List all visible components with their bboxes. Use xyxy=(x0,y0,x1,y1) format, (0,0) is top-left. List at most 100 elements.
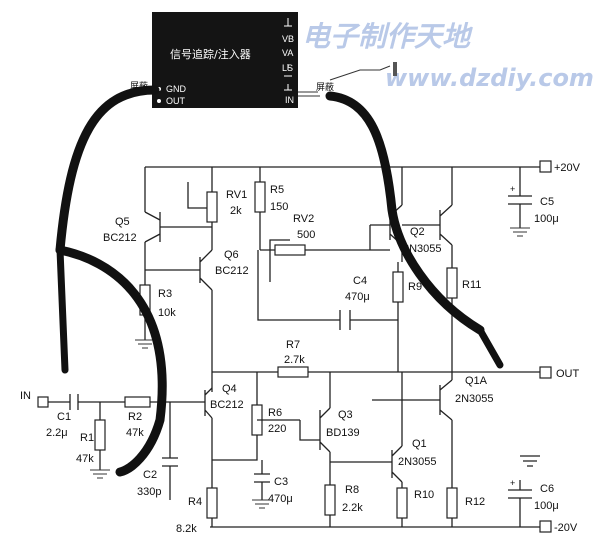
module-in-lead xyxy=(298,65,391,97)
c5-ground xyxy=(510,227,530,237)
rv1-body xyxy=(206,191,218,223)
r10-body xyxy=(396,487,408,519)
c1-ref: C1 xyxy=(57,411,71,423)
q3-ref: Q3 xyxy=(338,409,353,421)
probe-cable-right xyxy=(325,91,485,335)
r4-value: 8.2k xyxy=(176,523,197,535)
r8-body xyxy=(324,484,336,516)
c3-symbol xyxy=(254,473,270,483)
rv1-value: 2k xyxy=(230,205,242,217)
q1-part: 2N3055 xyxy=(398,456,437,468)
c1-symbol xyxy=(69,394,79,410)
r7-body xyxy=(277,366,309,378)
rv2-ref: RV2 xyxy=(293,213,314,225)
q5-part: BC212 xyxy=(103,232,137,244)
c6-ref: C6 xyxy=(540,483,554,495)
pin-va: VA xyxy=(282,48,293,58)
q4-part: BC212 xyxy=(210,399,244,411)
probe-tip-left xyxy=(56,246,69,374)
r1-value: 47k xyxy=(76,453,94,465)
q6-symbol xyxy=(199,249,213,392)
r5-body xyxy=(254,181,266,213)
rv1-wiper xyxy=(187,182,207,209)
q6-part: BC212 xyxy=(215,265,249,277)
q1a-part: 2N3055 xyxy=(455,393,494,405)
q3-part: BD139 xyxy=(326,427,360,439)
r9-body xyxy=(392,271,404,303)
terminal-neg xyxy=(539,520,552,533)
shield-label-right: 屏蔽 xyxy=(316,81,334,92)
r3-ref: R3 xyxy=(158,288,172,300)
pin-gnd: GND xyxy=(166,84,187,94)
r7-value: 2.7k xyxy=(284,354,305,366)
r6-ref: R6 xyxy=(268,407,282,419)
r9-ref: R9 xyxy=(408,281,422,293)
r4-body xyxy=(206,487,218,519)
r12-ref: R12 xyxy=(465,496,485,508)
probe-cable-left xyxy=(55,85,160,255)
label-in: IN xyxy=(20,390,31,402)
r11-ref: R11 xyxy=(462,279,481,291)
q4-ref: Q4 xyxy=(222,383,237,395)
q3-symbol xyxy=(299,407,331,475)
r2-value: 47k xyxy=(126,427,144,439)
c5-symbol xyxy=(508,195,532,205)
pin-out: OUT xyxy=(166,96,186,106)
c3-value: 470μ xyxy=(268,493,293,505)
r5-value: 150 xyxy=(270,201,288,213)
c5-value: 100μ xyxy=(534,213,559,225)
module-title: 信号追踪/注入器 xyxy=(170,47,251,61)
r2-ref: R2 xyxy=(128,411,142,423)
r8-value: 2.2k xyxy=(342,502,363,514)
q5-ref: Q5 xyxy=(115,216,130,228)
c6-ground xyxy=(520,455,540,467)
rv2-body xyxy=(274,244,306,256)
r8-ref: R8 xyxy=(345,484,359,496)
terminal-pos xyxy=(539,160,552,173)
q1-symbol xyxy=(391,372,403,488)
r1-ref: R1 xyxy=(80,432,94,444)
r2-body xyxy=(124,396,151,408)
q2-base-wire xyxy=(369,224,390,250)
probe-ground-clip xyxy=(55,245,167,477)
c1-value: 2.2μ xyxy=(46,427,68,439)
shield-label-left: 屏蔽 xyxy=(130,80,148,91)
c5-ref: C5 xyxy=(540,196,554,208)
q5-symbol xyxy=(144,211,161,243)
c6-value: 100μ xyxy=(534,500,559,512)
label-pos-supply: +20V xyxy=(554,162,581,174)
c2-ref: C2 xyxy=(143,469,157,481)
r3-ground xyxy=(135,339,155,349)
terminal-in xyxy=(37,396,49,408)
c5-plus: + xyxy=(510,184,515,194)
q6-ref: Q6 xyxy=(224,249,239,261)
q1a-symbol xyxy=(439,372,453,480)
watermark-title: 电子制作天地 xyxy=(302,20,474,53)
rv2-wiper xyxy=(269,239,290,282)
r4-ref: R4 xyxy=(188,496,202,508)
driver-transistor-symbol xyxy=(439,167,453,265)
r6-wires xyxy=(212,372,258,461)
c2-symbol xyxy=(162,457,178,467)
q2-ref: Q2 xyxy=(410,226,425,238)
c6-plus: + xyxy=(510,478,515,488)
c4-symbol xyxy=(339,310,351,330)
r1-ground xyxy=(90,469,110,479)
c4-ref: C4 xyxy=(353,275,367,287)
pin-out-dot xyxy=(157,99,161,103)
module-body xyxy=(152,12,298,108)
pin-in: IN xyxy=(285,95,294,105)
rv2-value: 500 xyxy=(297,229,315,241)
tracer-module: 信号追踪/注入器 GND OUT VB VA LS IN xyxy=(152,12,298,108)
c3-ground xyxy=(252,499,272,509)
r10-ref: R10 xyxy=(414,489,434,501)
c2-value: 330p xyxy=(137,486,161,498)
q1a-ref: Q1A xyxy=(465,375,488,387)
c3-ref: C3 xyxy=(274,476,288,488)
watermark-url: www.dzdiy.com xyxy=(385,64,594,92)
r1-body xyxy=(94,419,106,451)
r3-value: 10k xyxy=(158,307,176,319)
terminal-out xyxy=(539,366,552,379)
r7-ref: R7 xyxy=(286,339,300,351)
